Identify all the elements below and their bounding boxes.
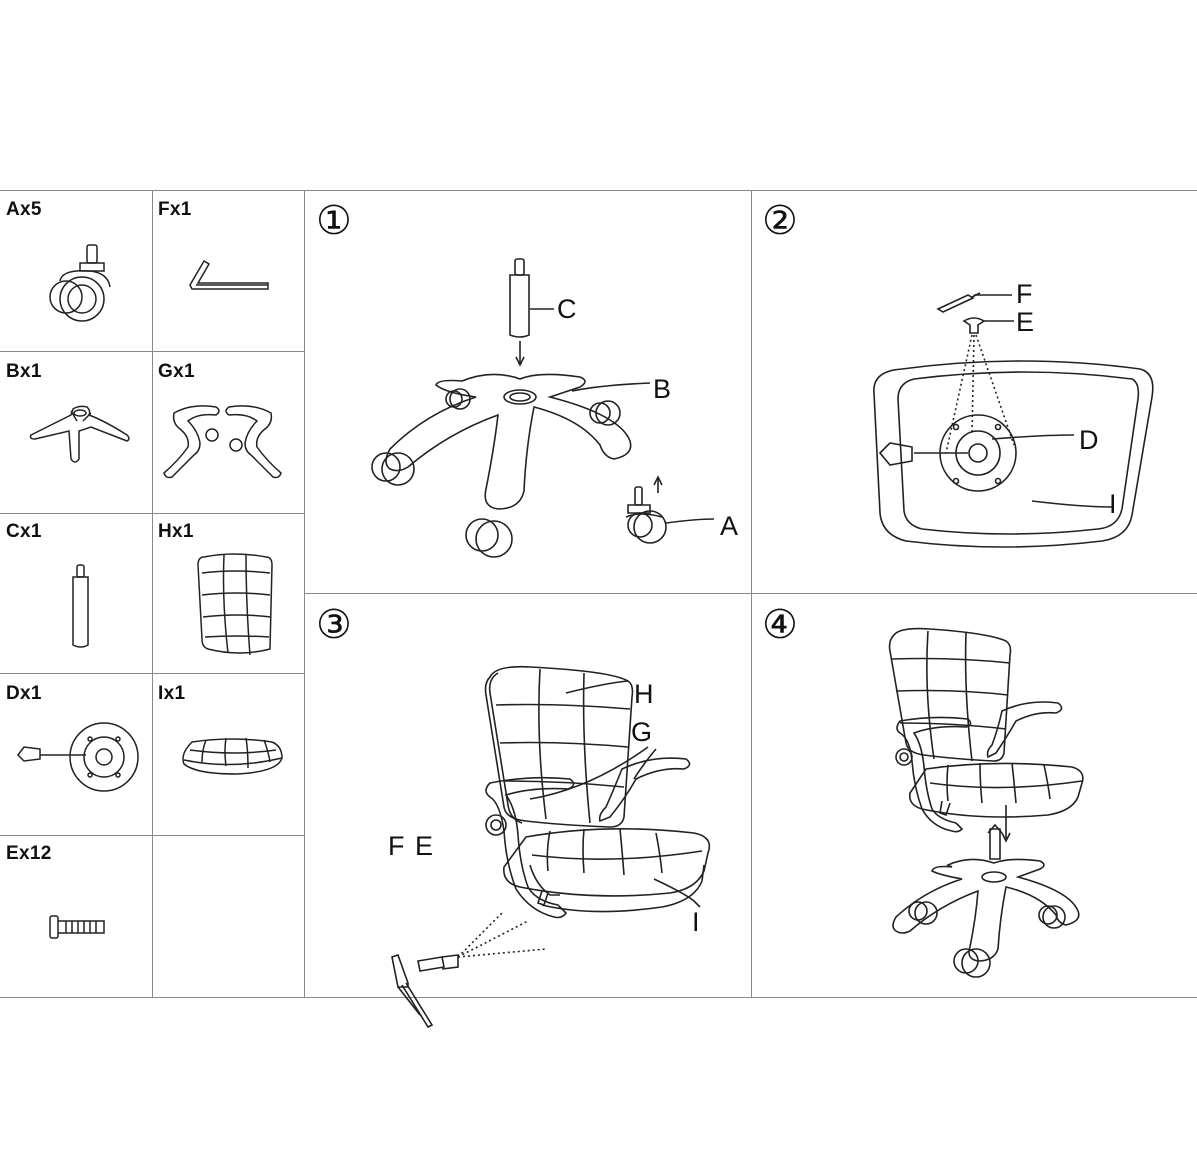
callout-e-step3: E: [415, 831, 434, 861]
caster-wheel-icon: [40, 241, 120, 331]
part-label-a: Ax5: [6, 199, 42, 220]
step2-seat-mechanism-drawing: [752, 191, 1197, 593]
part-label-i: Ix1: [158, 683, 186, 704]
armrest-pair-icon: [160, 401, 285, 481]
part-label-f: Fx1: [158, 199, 192, 220]
callout-h: H: [634, 679, 654, 709]
hex-key-icon: [186, 257, 276, 297]
grid-line: [0, 835, 304, 836]
grid-line: [152, 191, 153, 997]
callout-i: I: [1109, 489, 1117, 519]
step3-back-arms-drawing: [304, 593, 751, 997]
grid-line: [0, 351, 304, 352]
grid-line: [304, 593, 1197, 594]
grid-line: [304, 191, 305, 997]
callout-f-step3: F: [388, 831, 405, 861]
grid-line: [751, 191, 752, 997]
callout-d: D: [1079, 425, 1099, 455]
callout-f: F: [1016, 279, 1033, 309]
callout-a: A: [720, 511, 739, 541]
part-label-h: Hx1: [158, 521, 194, 542]
star-base-icon: [25, 401, 137, 471]
step1-base-assembly-drawing: [304, 191, 751, 593]
step-number-4: ④: [762, 602, 798, 648]
grid-line: [0, 673, 304, 674]
part-label-g: Gx1: [158, 361, 195, 382]
callout-c: C: [557, 294, 577, 324]
callout-b: B: [653, 374, 672, 404]
step-number-2: ②: [762, 198, 798, 244]
part-label-b: Bx1: [6, 361, 42, 382]
tilt-mechanism-icon: [14, 721, 144, 806]
gas-cylinder-icon: [66, 563, 96, 649]
seat-cushion-icon: [180, 736, 285, 781]
grid-line: [0, 513, 304, 514]
part-label-d: Dx1: [6, 683, 42, 704]
callout-i-step3: I: [692, 907, 700, 937]
part-label-e: Ex12: [6, 843, 52, 864]
part-label-c: Cx1: [6, 521, 42, 542]
backrest-icon: [196, 551, 276, 659]
callout-e: E: [1016, 307, 1035, 337]
step-number-3: ③: [316, 602, 352, 648]
assembly-sheet: Ax5 Fx1 Bx1 Gx1 Cx1 Hx1 Dx1 Ix1 Ex12: [0, 190, 1197, 998]
step-number-1: ①: [316, 198, 352, 244]
callout-g: G: [631, 717, 653, 747]
bolt-icon: [46, 913, 108, 943]
step4-final-assembly-drawing: [752, 593, 1197, 997]
